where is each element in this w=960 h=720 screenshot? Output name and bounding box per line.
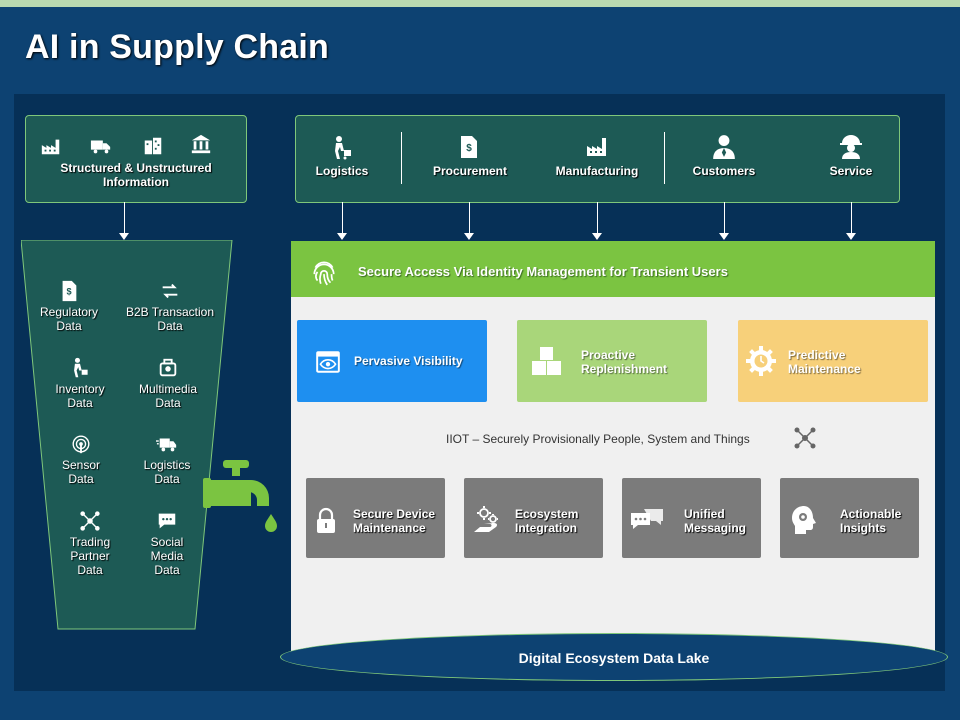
stakeholder-connector [851, 202, 852, 234]
signal-icon [70, 433, 92, 455]
data-lake-label: Digital Ecosystem Data Lake [518, 650, 710, 666]
document-dollar-icon: $ [459, 135, 479, 159]
source-connector [124, 202, 125, 234]
stakeholder-service: Service [829, 164, 873, 178]
document-dollar-icon: $ [58, 280, 80, 302]
feature-card-replenishment: Proactive Replenishment [517, 320, 707, 402]
feature-card-label: Pervasive Visibility [354, 354, 463, 368]
funnel-item-label: B2B Transaction Data [125, 305, 215, 333]
svg-text:$: $ [66, 287, 71, 297]
stakeholder-arrowhead [337, 233, 347, 240]
buildings-icon [142, 135, 164, 157]
factory-icon [584, 135, 610, 159]
bank-icon [190, 133, 212, 155]
feature-card-label: Proactive Replenishment [581, 348, 668, 376]
data-funnel [21, 240, 233, 630]
page-title: AI in Supply Chain [25, 28, 329, 66]
capability-label: Actionable Insights [840, 507, 902, 535]
capability-card-messaging: Unified Messaging [622, 478, 761, 558]
svg-text:$: $ [466, 143, 472, 154]
stakeholder-arrowhead [719, 233, 729, 240]
source-box-label: Structured & Unstructured Information [60, 161, 212, 189]
eye-screen-icon [315, 349, 341, 375]
camera-icon [157, 357, 179, 379]
stakeholder-connector [342, 202, 343, 234]
funnel-item-inventory: Inventory Data [32, 357, 128, 410]
capability-label: Secure Device Maintenance [353, 507, 436, 535]
feature-card-maintenance: Predictive Maintenance [738, 320, 928, 402]
boxes-icon [531, 346, 563, 376]
stakeholder-logistics: Logistics [315, 164, 369, 178]
stakeholder-connector [469, 202, 470, 234]
funnel-item-social-media: Social Media Data [119, 510, 215, 577]
source-arrowhead [119, 233, 129, 240]
truck-icon [90, 135, 112, 157]
stakeholder-procurement: Procurement [432, 164, 508, 178]
stakeholder-connector [597, 202, 598, 234]
tap-icon [203, 460, 277, 532]
funnel-item-label: Sensor Data [61, 458, 101, 486]
capability-card-insights: Actionable Insights [780, 478, 919, 558]
chat-bubble-icon [156, 510, 178, 532]
delivery-worker-icon [69, 357, 91, 379]
network-icon [793, 426, 817, 450]
delivery-worker-icon [330, 135, 354, 161]
capability-label: Ecosystem Integration [515, 507, 579, 535]
stakeholder-customers: Customers [692, 164, 756, 178]
funnel-item-label: Inventory Data [55, 382, 105, 410]
funnel-item-label: Regulatory Data [39, 305, 99, 333]
feature-card-visibility: Pervasive Visibility [297, 320, 487, 402]
funnel-item-regulatory: $ Regulatory Data [21, 280, 117, 333]
top-accent-bar [0, 0, 960, 7]
main-area [291, 241, 935, 661]
head-gear-icon [790, 505, 818, 535]
divider [664, 132, 665, 184]
funnel-item-multimedia: Multimedia Data [120, 357, 216, 410]
lock-icon [315, 507, 337, 535]
network-icon [79, 510, 101, 532]
iiot-text: IIOT – Securely Provisionally People, Sy… [446, 432, 750, 446]
stakeholder-arrowhead [846, 233, 856, 240]
fingerprint-icon [311, 259, 337, 287]
gear-clock-icon [745, 345, 777, 377]
secure-access-label: Secure Access Via Identity Management fo… [358, 264, 728, 279]
stakeholder-connector [724, 202, 725, 234]
factory-icon [40, 135, 62, 157]
data-lake: Digital Ecosystem Data Lake [280, 633, 948, 681]
capability-label: Unified Messaging [684, 507, 747, 535]
funnel-item-sensor: Sensor Data [33, 433, 129, 486]
funnel-item-label: Social Media Data [150, 535, 184, 577]
worker-helmet-icon [839, 133, 863, 159]
funnel-item-logistics: Logistics Data [119, 433, 215, 486]
truck-icon [156, 433, 178, 455]
funnel-item-label: Trading Partner Data [69, 535, 111, 577]
funnel-item-label: Logistics Data [143, 458, 191, 486]
exchange-arrows-icon [159, 280, 181, 302]
chat-bubbles-icon [630, 507, 664, 533]
person-icon [711, 133, 737, 159]
stakeholder-arrowhead [464, 233, 474, 240]
funnel-item-b2b: B2B Transaction Data [122, 280, 218, 333]
stakeholders-box [295, 115, 900, 203]
capability-card-secure-device: Secure Device Maintenance [306, 478, 445, 558]
gears-hand-icon [472, 504, 504, 536]
capability-card-ecosystem: Ecosystem Integration [464, 478, 603, 558]
funnel-item-label: Multimedia Data [138, 382, 198, 410]
divider [401, 132, 402, 184]
stakeholder-manufacturing: Manufacturing [555, 164, 639, 178]
feature-card-label: Predictive Maintenance [788, 348, 861, 376]
secure-access-header: Secure Access Via Identity Management fo… [291, 241, 935, 297]
stakeholder-arrowhead [592, 233, 602, 240]
funnel-item-trading-partner: Trading Partner Data [42, 510, 138, 577]
source-box: Structured & Unstructured Information [25, 115, 247, 203]
